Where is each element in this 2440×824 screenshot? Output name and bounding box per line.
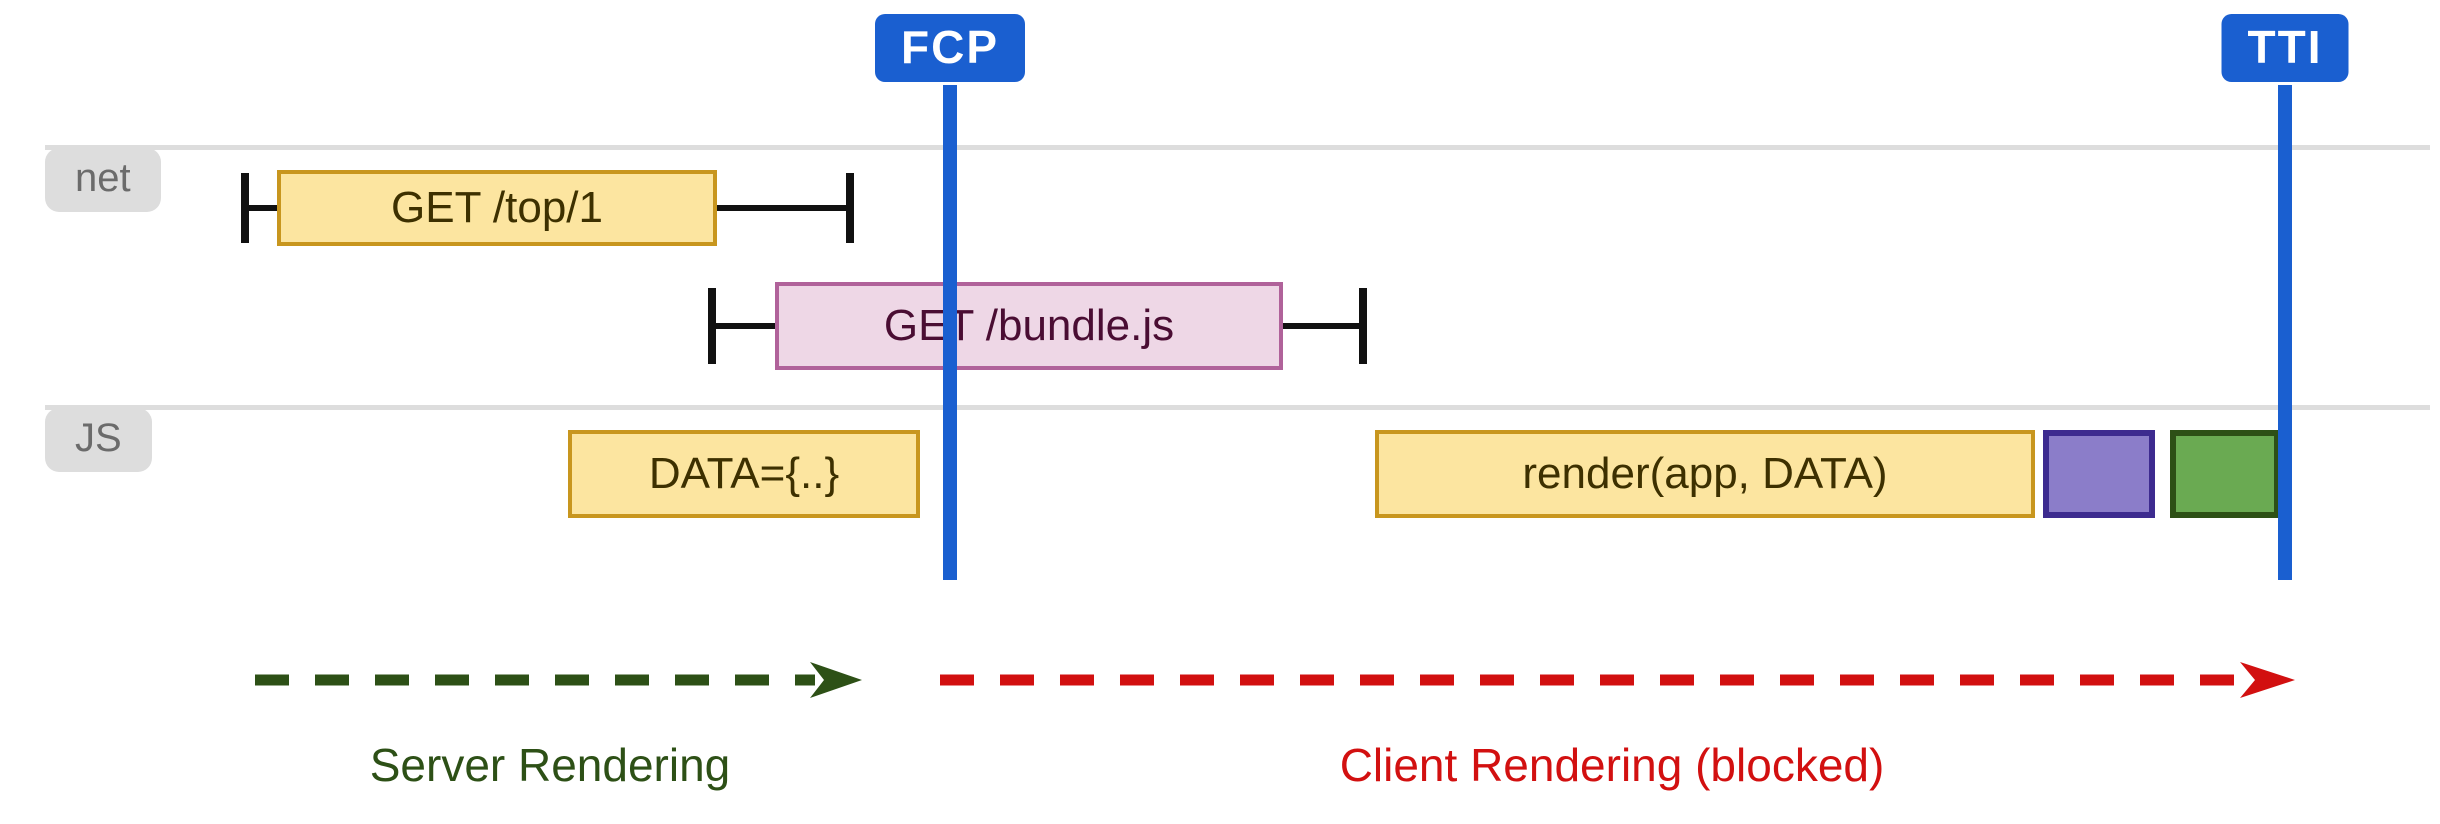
tti-marker-badge[interactable]: TTI	[2221, 14, 2349, 82]
server-phase-arrow	[255, 662, 862, 698]
whisker-cap-start-get-bundle	[708, 288, 716, 364]
tti-marker-line	[2278, 85, 2292, 580]
lane-label-net: net	[45, 148, 161, 212]
net-request-get-bundle-label: GET /bundle.js	[883, 301, 1175, 350]
fcp-marker-badge[interactable]: FCP	[875, 14, 1025, 82]
lane-label-js-text: JS	[75, 416, 122, 460]
net-request-get-bundle[interactable]: GET /bundle.js	[775, 282, 1283, 370]
js-task-render-call-label: render(app, DATA)	[1522, 449, 1888, 498]
client-phase-arrow	[940, 662, 2295, 698]
net-request-get-top[interactable]: GET /top/1	[277, 170, 717, 246]
lane-label-net-text: net	[75, 156, 131, 200]
tti-marker-label: TTI	[2247, 21, 2323, 73]
net-request-get-top-label: GET /top/1	[391, 183, 603, 232]
server-phase-label: Server Rendering	[370, 742, 731, 788]
js-task-data-inline-label: DATA={..}	[648, 449, 840, 498]
lane-rule-net	[45, 145, 2430, 150]
whisker-cap-end-get-bundle	[1359, 288, 1367, 364]
client-phase-label-text: Client Rendering (blocked)	[1339, 739, 1885, 791]
lane-label-js: JS	[45, 408, 152, 472]
fcp-marker-line	[943, 85, 957, 580]
fcp-marker-label: FCP	[901, 21, 999, 73]
lane-rule-js	[45, 405, 2430, 410]
js-task-purple-work-block[interactable]	[2043, 430, 2155, 518]
client-phase-label: Client Rendering (blocked)	[1340, 742, 1885, 788]
whisker-cap-end-get-top	[846, 173, 854, 243]
server-phase-label-text: Server Rendering	[369, 739, 731, 791]
js-task-green-work-block[interactable]	[2170, 430, 2280, 518]
js-task-render-call[interactable]: render(app, DATA)	[1375, 430, 2035, 518]
whisker-cap-start-get-top	[241, 173, 249, 243]
js-task-data-inline[interactable]: DATA={..}	[568, 430, 920, 518]
